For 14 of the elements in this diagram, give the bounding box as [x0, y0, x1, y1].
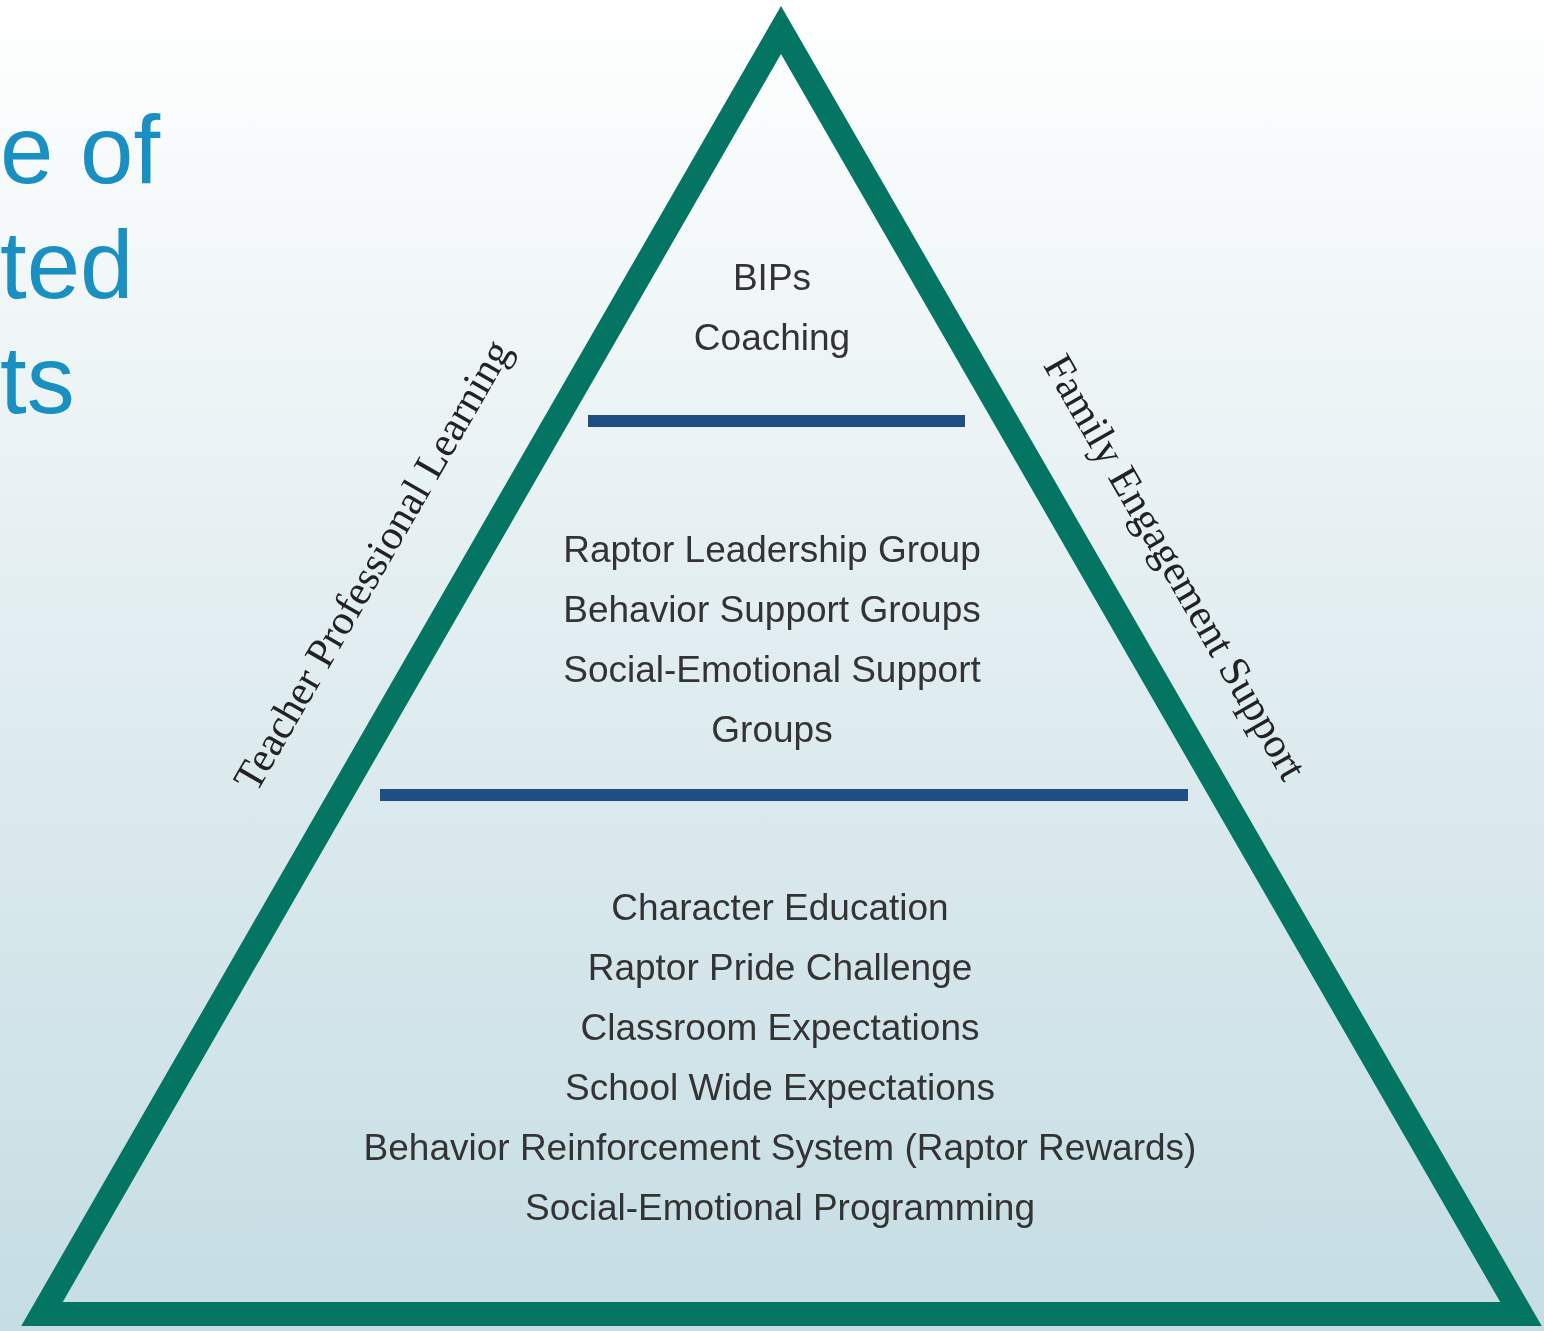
tier-item: Character Education [611, 887, 949, 928]
title-fragment: e of [0, 95, 161, 205]
tier-item: Coaching [693, 317, 851, 358]
tier-item: Raptor Pride Challenge [587, 947, 973, 988]
tier-item: Social-Emotional Programming [525, 1187, 1035, 1228]
tier-item: BIPs [732, 257, 812, 298]
tier-item: School Wide Expectations [565, 1067, 995, 1108]
title-fragment: ts [0, 325, 75, 435]
tier-item: Raptor Leadership Group [563, 529, 981, 570]
tier-item: Social-Emotional Support Groups [563, 649, 981, 750]
title-fragment: ted [0, 210, 134, 320]
tier-item: Behavior Reinforcement System (Raptor Rewards) [363, 1127, 1197, 1168]
tier-item: Classroom Expectations [580, 1007, 980, 1048]
tier-item: Behavior Support Groups [563, 589, 981, 630]
